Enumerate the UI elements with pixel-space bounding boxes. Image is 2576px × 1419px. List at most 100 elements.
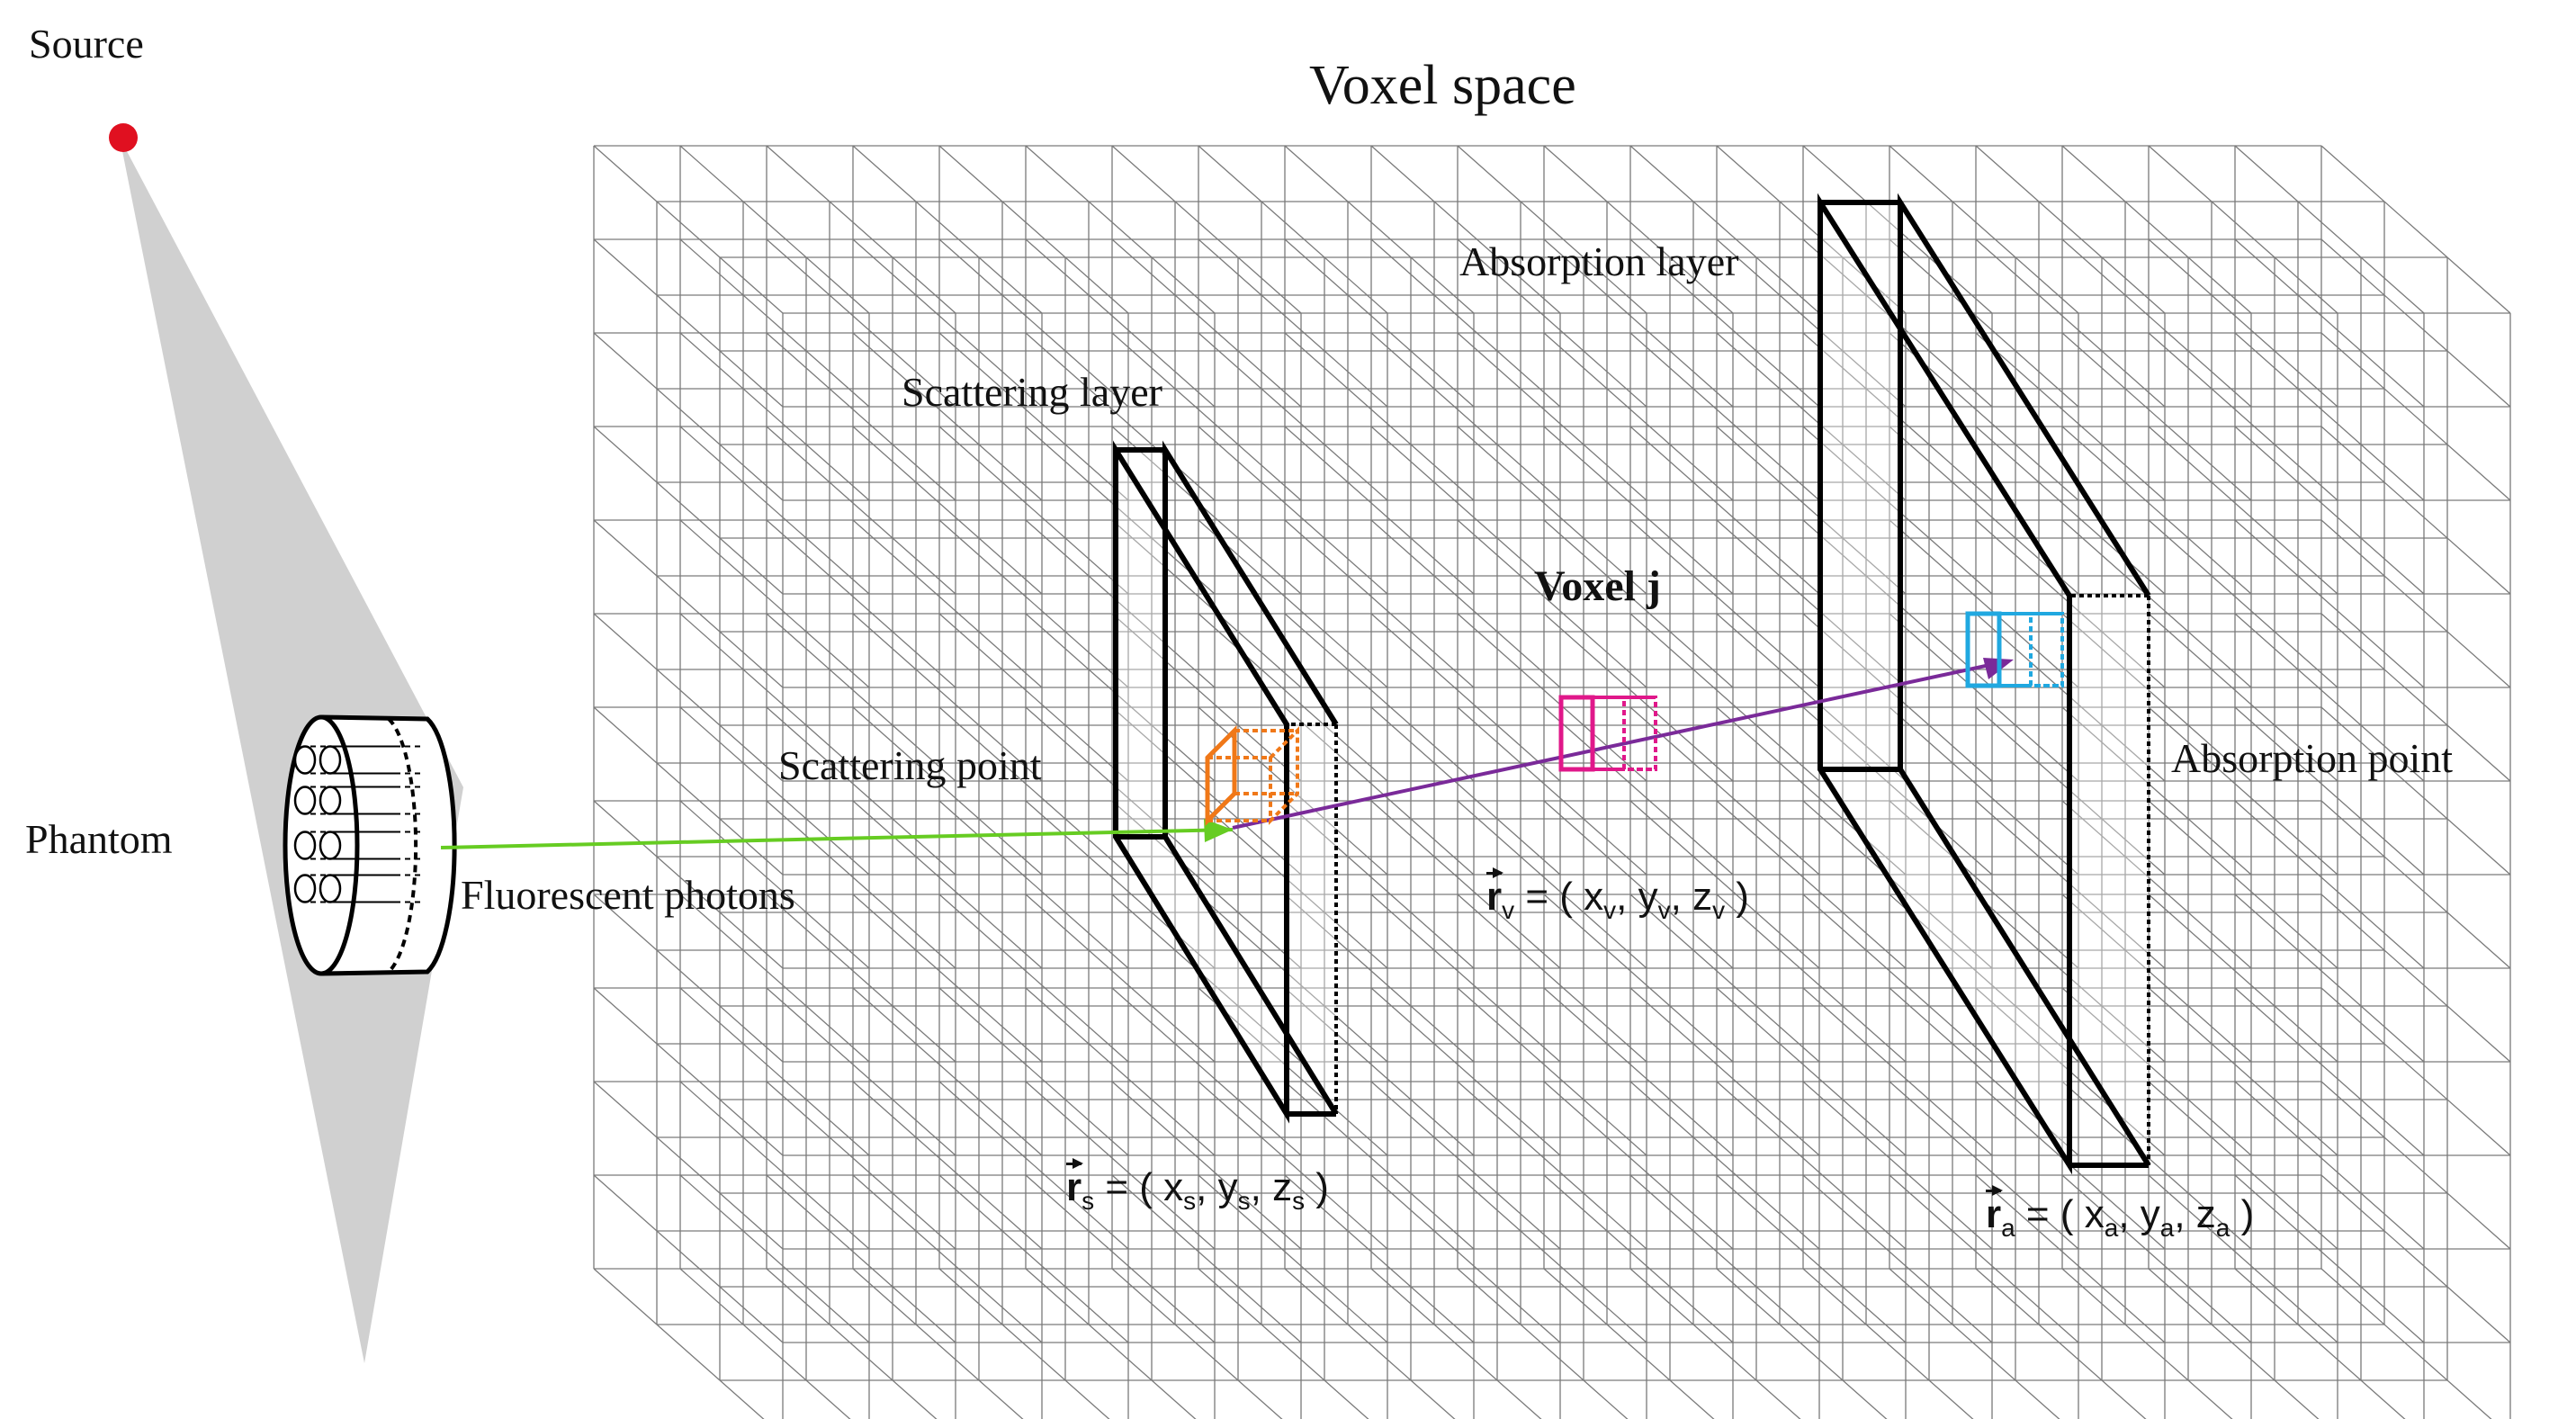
grid-depth-line <box>938 987 1129 1156</box>
grid-depth-line <box>2320 894 2511 1063</box>
grid-depth-line <box>1198 145 1388 314</box>
grid-depth-line <box>1111 1081 1302 1250</box>
grid-depth-line <box>852 706 1043 876</box>
scattering-layer-fill <box>1116 450 1336 1114</box>
grid-depth-line <box>1457 613 1647 782</box>
grid-depth-line <box>766 145 956 314</box>
grid-depth-line <box>2148 238 2338 408</box>
grid-depth-line <box>852 1268 1024 1419</box>
grid-depth-line <box>2148 426 2338 595</box>
grid-depth-line <box>679 426 870 595</box>
grid-depth-line <box>1198 1268 1369 1419</box>
grid-depth-line <box>593 426 784 595</box>
grid-depth-line <box>1284 800 1475 969</box>
grid-depth-line <box>1111 332 1302 501</box>
grid-depth-line <box>1198 519 1388 688</box>
grid-depth-line <box>1543 426 1734 595</box>
grid-depth-line <box>938 1081 1129 1250</box>
grid-depth-line <box>2234 145 2425 314</box>
grid-depth-line <box>1629 800 1820 969</box>
grid-depth-line <box>1025 426 1216 595</box>
grid-depth-line <box>2061 800 2252 969</box>
grid-depth-line <box>1457 1174 1647 1343</box>
grid-depth-line <box>1370 1081 1561 1250</box>
scatter-coordinate: rs = ( xs, ys, zs ) <box>1066 1158 1329 1215</box>
grid-depth-line <box>1111 987 1302 1156</box>
grid-depth-line <box>1716 800 1907 969</box>
grid-depth-line <box>2148 706 2338 876</box>
grid-depth-line <box>1543 145 1734 314</box>
voxel-x-sub: v <box>1603 895 1617 924</box>
grid-depth-line <box>593 894 784 1063</box>
grid-depth-line <box>593 145 784 314</box>
grid-depth-line <box>2148 1081 2338 1250</box>
grid-depth-line <box>1198 238 1388 408</box>
grid-depth-line <box>2320 145 2511 314</box>
voxel-j-back <box>1622 696 1657 771</box>
grid-depth-line <box>679 1268 851 1419</box>
grid-depth-line <box>938 1268 1110 1419</box>
absorption-voxel-face <box>1965 611 2002 688</box>
grid-depth-line <box>1370 1174 1561 1343</box>
grid-depth-line <box>1457 332 1647 501</box>
grid-depth-line <box>2148 1268 2320 1419</box>
fluorescent-photon-path <box>440 828 1234 849</box>
grid-depth-line <box>1543 1174 1734 1343</box>
grid-depth-line <box>593 1081 784 1250</box>
voxel-j-face <box>1558 695 1595 772</box>
grid-depth-line <box>1716 894 1907 1063</box>
grid-depth-line <box>1198 894 1388 1063</box>
absorb-y-sub: a <box>2159 1213 2175 1242</box>
absorb-z-sub: a <box>2215 1213 2230 1242</box>
grid-depth-line <box>1975 332 2166 501</box>
grid-depth-line <box>1716 613 1907 782</box>
grid-depth-line <box>2320 1081 2511 1250</box>
source-dot <box>109 123 138 152</box>
scatter-vector-symbol: r <box>1066 1158 1084 1209</box>
grid-depth-line <box>679 332 870 501</box>
grid-depth-line <box>2234 1174 2425 1343</box>
grid-depth-line <box>1370 894 1561 1063</box>
grid-depth-line <box>2320 1174 2511 1343</box>
grid-depth-line <box>852 426 1043 595</box>
grid-depth-line <box>1543 800 1734 969</box>
grid-depth-line <box>766 1174 956 1343</box>
grid-depth-line <box>1025 1174 1216 1343</box>
grid-depth-line <box>679 238 870 408</box>
grid-depth-line <box>2234 987 2425 1156</box>
scattering-voxel-box <box>1205 724 1299 827</box>
source-label: Source <box>29 21 144 67</box>
grid-depth-line <box>593 519 784 688</box>
scatter-x: x <box>1163 1165 1184 1209</box>
grid-depth-line <box>1284 519 1475 688</box>
grid-depth-line <box>938 706 1129 876</box>
scattering-voxel-face <box>1205 724 1237 827</box>
grid-depth-line <box>1543 1268 1715 1419</box>
grid-depth-line <box>938 426 1129 595</box>
grid-depth-line <box>1889 519 2079 688</box>
phantom-cut-plane <box>387 717 418 974</box>
grid-depth-line <box>1802 894 1993 1063</box>
absorb-x: x <box>2084 1192 2105 1236</box>
scatter-z: z <box>1272 1165 1293 1209</box>
grid-depth-line <box>2148 613 2338 782</box>
grid-depth-line <box>1457 145 1647 314</box>
grid-depth-line <box>1629 1174 1820 1343</box>
grid-depth-line <box>1716 519 1907 688</box>
grid-depth-line <box>1457 426 1647 595</box>
grid-depth-line <box>766 519 956 688</box>
absorb-y: y <box>2140 1192 2160 1236</box>
grid-depth-line <box>1457 800 1647 969</box>
grid-depth-line <box>1716 1174 1907 1343</box>
grid-depth-line <box>679 894 870 1063</box>
absorb-vector-subscript: a <box>2001 1213 2015 1242</box>
grid-depth-line <box>2148 1174 2338 1343</box>
grid-depth-line <box>2320 1268 2492 1419</box>
grid-depth-line <box>1629 332 1820 501</box>
grid-depth-line <box>2234 800 2425 969</box>
grid-depth-line <box>1111 1268 1283 1419</box>
grid-depth-line <box>1543 332 1734 501</box>
fluorescent-photons-label: Fluorescent photons <box>461 872 795 918</box>
grid-depth-line <box>1629 706 1820 876</box>
